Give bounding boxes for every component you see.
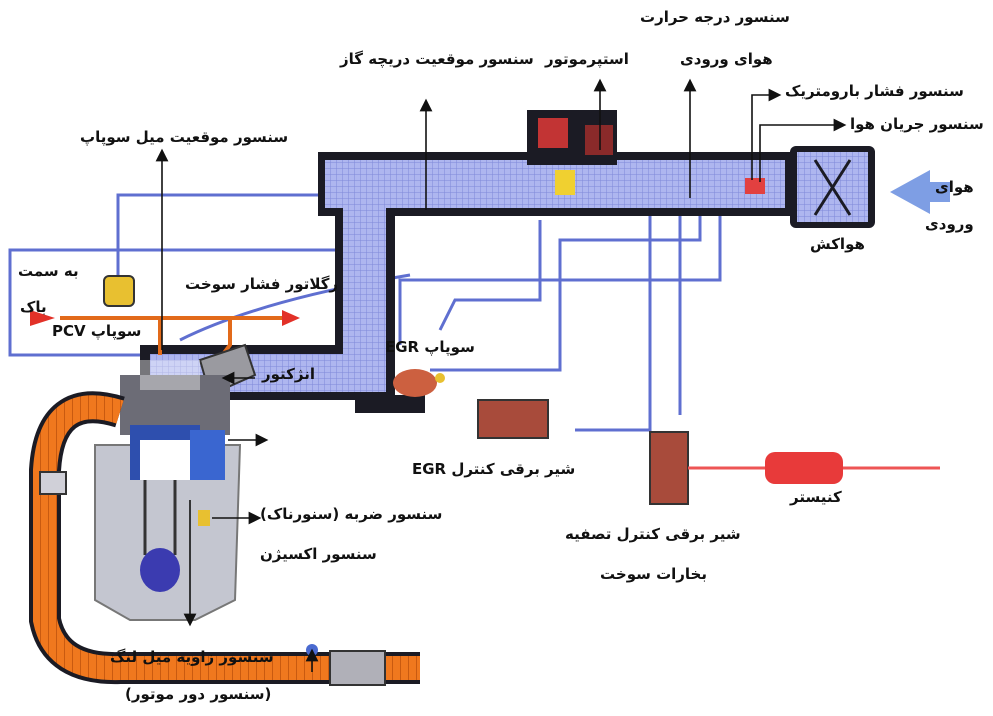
throttle-body (527, 110, 617, 195)
emission-components (393, 369, 940, 505)
to-tank-label-1: به سمت (18, 262, 79, 280)
purge-solenoid-label-1: شیر برقی کنترل تصفیه (565, 525, 741, 543)
injector-label: انژکتور (262, 365, 315, 383)
inlet-air-arrow-tail (925, 182, 950, 202)
air-filter-housing (745, 146, 875, 228)
to-tank-label-2: باک (20, 298, 47, 316)
stepper-motor-label: استپرموتور (545, 50, 629, 68)
fuel-pressure-regulator-label: رگلاتور فشار سوخت (185, 275, 339, 293)
engine (94, 360, 242, 621)
purge-solenoid-label-2: بخارات سوخت (600, 565, 707, 583)
crank-angle-sensor-label-1: سنسور زاویه میل لنگ (110, 648, 274, 666)
inlet-air-label-1: هوای (935, 178, 974, 196)
pcv-valve-label: سوپاپ PCV (52, 322, 142, 340)
egr-control-solenoid-label: شیر برقی کنترل EGR (412, 460, 576, 478)
air-flow-sensor-label: سنسور جریان هوا (850, 115, 984, 133)
camshaft-position-sensor-label: سنسور موقعیت میل سوپاپ (80, 128, 289, 146)
knock-sensor-label: سنسور ضربه (سنورناک) (260, 505, 443, 523)
inlet-air-arrow (890, 170, 930, 214)
barometric-sensor-label: سنسور فشار بارومتریک (785, 82, 964, 100)
throttle-position-sensor-label: سنسور موقعیت دریچه گاز (340, 50, 534, 68)
leader-lines (155, 78, 847, 672)
air-filter-label: هواکش (810, 235, 865, 253)
intake-air-temp-sensor-label-1: سنسور درجه حرارت (640, 8, 790, 26)
canister-label: کنیستر (790, 488, 842, 506)
intake-air-temp-sensor-label-2: هوای ورودی (680, 50, 773, 68)
inlet-air-label-2: ورودی (925, 215, 974, 233)
egr-valve-label: سوپاپ EGR (385, 338, 475, 356)
crank-angle-sensor-label-2: (سنسور دور موتور) (125, 685, 272, 703)
oxygen-sensor-label: سنسور اکسیژن (260, 545, 377, 563)
